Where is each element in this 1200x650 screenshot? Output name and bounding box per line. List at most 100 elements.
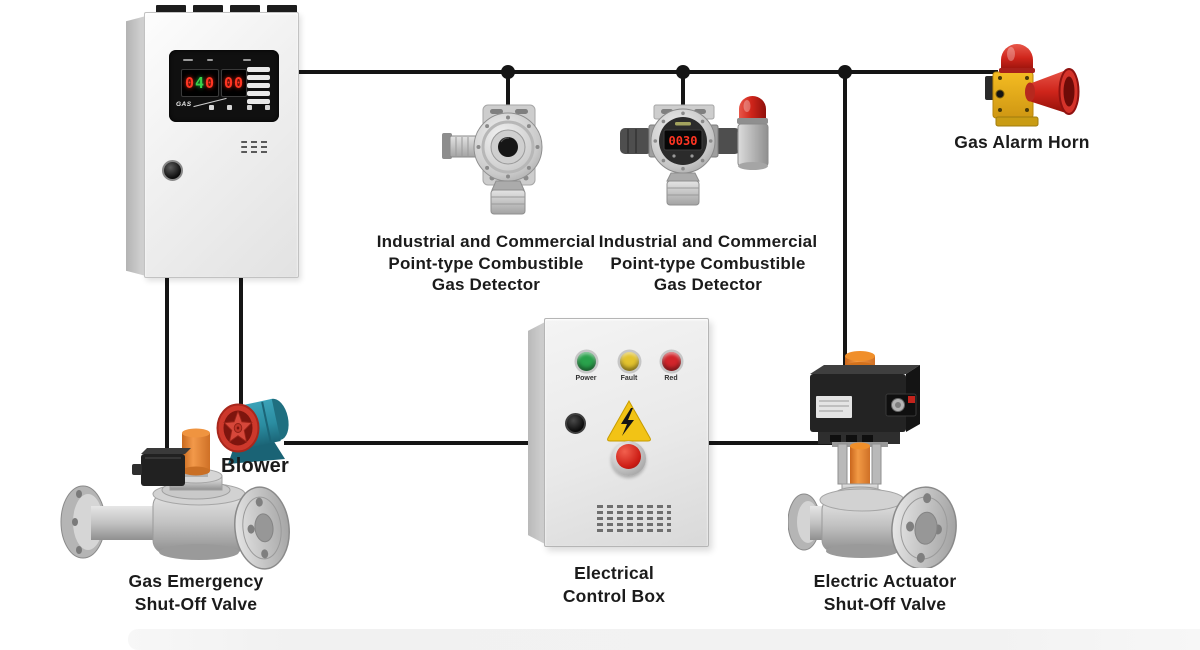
- sensor-neck: [666, 172, 700, 182]
- blower: [216, 398, 289, 464]
- digit: 0: [184, 73, 195, 92]
- wire-panel-to-blower: [239, 272, 243, 412]
- display-caption-mark: [207, 59, 213, 61]
- control-box-label-line1: Electrical: [574, 563, 654, 583]
- horn-cable-gland: [995, 89, 1005, 99]
- display-legend-strip: [247, 99, 270, 104]
- detector2-label-line2: Point-type Combustible: [610, 253, 806, 273]
- panel-top-vent: [267, 5, 297, 13]
- control-box-lock[interactable]: [565, 413, 586, 434]
- valve-inlet-pipe: [91, 506, 161, 540]
- control-box-side-face: [528, 322, 545, 544]
- display-legend-strip: [247, 67, 270, 72]
- cover-bolts: [476, 115, 540, 179]
- panel-top-vent: [193, 5, 223, 13]
- panel-brand-logo: GAS: [176, 101, 192, 108]
- panel-button[interactable]: [247, 105, 252, 110]
- gas-alarm-horn-label: Gas Alarm Horn: [954, 132, 1090, 152]
- valve-stem: [850, 446, 870, 488]
- valve-solenoid-box: [141, 454, 185, 486]
- gas-alarm-horn: [985, 44, 1080, 127]
- actuator-indicator: [908, 396, 915, 403]
- gas-valve-label: Gas Emergency Shut-Off Valve: [129, 570, 264, 616]
- red-indicator-light: [662, 352, 681, 371]
- display-legend-strip: [247, 91, 270, 96]
- gas-valve-label-line2: Shut-Off Valve: [134, 594, 258, 614]
- fault-indicator-light: [620, 352, 639, 371]
- wire-top-bus: [292, 69, 998, 74]
- yoke-column: [871, 443, 882, 485]
- beacon-base: [737, 123, 769, 167]
- red-indicator-label: Red: [664, 375, 678, 382]
- sensor-head: [666, 180, 700, 206]
- detector2-label-line3: Gas Detector: [653, 275, 763, 294]
- valve-right-flange: [234, 486, 290, 570]
- power-indicator-label: Power: [575, 375, 597, 382]
- display-legend-strip: [247, 75, 270, 80]
- fault-indicator-label: Fault: [620, 375, 638, 382]
- wire-drop-actuator-valve: [843, 71, 847, 368]
- electric-actuator-shut-off-valve: [788, 351, 957, 568]
- digit: 00: [223, 73, 245, 92]
- detector1-label-line2: Point-type Combustible: [388, 253, 584, 273]
- actuator-valve-label: Electric Actuator Shut-Off Valve: [814, 570, 957, 616]
- beacon-dome: [739, 96, 766, 120]
- control-box-front: Power Fault Red: [544, 318, 709, 547]
- panel-top-vent: [156, 5, 186, 13]
- control-box-label: Electrical Control Box: [563, 562, 665, 608]
- blower-label: Blower: [221, 455, 289, 477]
- channel-display: 00: [221, 69, 247, 97]
- high-voltage-warning-sign: [607, 399, 651, 442]
- wire-drop-detector1: [506, 71, 510, 111]
- panel-side-face: [126, 16, 146, 276]
- display-legend-strip: [247, 83, 270, 88]
- detector1-label-line1: Industrial and Commercial: [376, 232, 596, 251]
- right-conduit-arm: [714, 128, 740, 154]
- wire-panel-to-gas-valve: [165, 272, 169, 460]
- yoke-column: [837, 443, 848, 485]
- detector-lcd: [663, 129, 703, 151]
- horn-base-flange: [995, 116, 1039, 127]
- digit: 4: [194, 73, 206, 92]
- panel-button[interactable]: [265, 105, 270, 110]
- horn-beacon-dome: [1001, 44, 1033, 72]
- blower-impeller: [223, 409, 253, 443]
- control-box-vent-grille: [597, 505, 671, 535]
- detector1-label: Industrial and Commercial Point-type Com…: [377, 231, 596, 296]
- detector-lcd-value: 0030: [669, 134, 698, 148]
- panel-door-lock[interactable]: [162, 160, 183, 181]
- valve-right-flange: [891, 486, 957, 568]
- gas-emergency-shut-off-valve: [60, 428, 290, 570]
- panel-top-vent: [230, 5, 260, 13]
- sensor-head: [490, 189, 526, 215]
- control-box-label-line2: Control Box: [562, 586, 666, 606]
- panel-button[interactable]: [227, 105, 232, 110]
- actuator-valve-label-line2: Shut-Off Valve: [823, 594, 947, 614]
- display-caption-mark: [243, 59, 251, 61]
- detector2-label: Industrial and Commercial Point-type Com…: [599, 231, 818, 296]
- emergency-stop-button[interactable]: [616, 444, 641, 469]
- display-caption-mark: [183, 59, 193, 61]
- photo-bottom-shadow-band: [128, 629, 1200, 650]
- panel-button[interactable]: [209, 105, 214, 110]
- detector1-label-line3: Gas Detector: [431, 275, 541, 294]
- panel-speaker-grille: [241, 141, 271, 156]
- gas-detector-1: [442, 104, 543, 215]
- valve-cable-gland: [132, 464, 142, 475]
- electrical-control-box: Power Fault Red: [528, 314, 714, 548]
- gas-valve-label-line1: Gas Emergency: [128, 571, 264, 591]
- actuator-knob: [845, 356, 875, 367]
- horn-cone: [1029, 69, 1069, 114]
- sensor-neck: [491, 180, 525, 191]
- power-indicator-light: [577, 352, 596, 371]
- digit: 0: [205, 73, 216, 92]
- gas-detector-2: 0030: [620, 96, 769, 206]
- detector2-label-line1: Industrial and Commercial: [598, 232, 818, 251]
- actuator-label-sticker: [816, 396, 852, 418]
- detector-brand-strip: [675, 122, 691, 126]
